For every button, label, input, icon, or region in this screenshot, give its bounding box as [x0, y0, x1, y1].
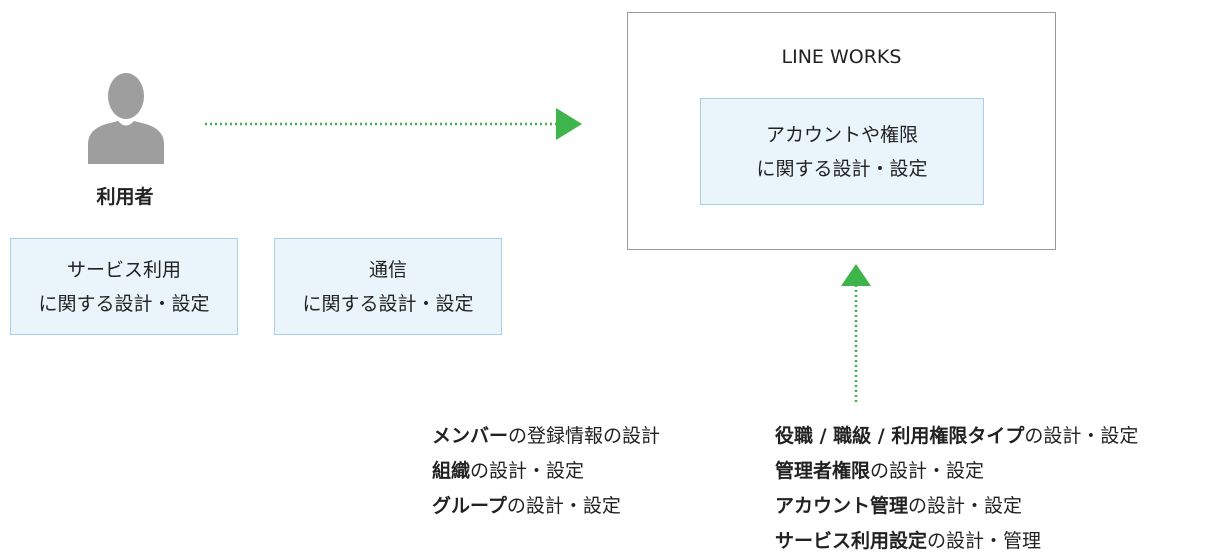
service-config-line2: に関する設計・設定 — [38, 292, 210, 315]
list-item: 管理者権限の設計・設定 — [775, 460, 985, 482]
list-item: グループの設計・設定 — [432, 495, 621, 517]
line-works-title: LINE WORKS — [781, 46, 902, 68]
service-config-line1: サービス利用 — [66, 258, 181, 281]
user-label: 利用者 — [96, 186, 154, 208]
account-permission-line2: に関する設計・設定 — [756, 157, 928, 180]
right-setting-list: 役職 / 職級 / 利用権限タイプの設計・設定 管理者権限の設計・設定 アカウン… — [775, 419, 1138, 559]
account-permission-line1: アカウントや権限 — [765, 123, 918, 146]
list-item: アカウント管理の設計・設定 — [775, 495, 1023, 517]
line-works-frame — [627, 12, 1056, 250]
service-config-box: サービス利用 に関する設計・設定 — [10, 238, 238, 335]
account-permission-box: アカウントや権限 に関する設計・設定 — [700, 98, 984, 205]
communication-config-line1: 通信 — [368, 258, 407, 281]
left-setting-list: メンバーの登録情報の設計 組織の設計・設定 グループの設計・設定 — [432, 419, 660, 524]
list-item: 役職 / 職級 / 利用権限タイプの設計・設定 — [775, 425, 1139, 447]
user-to-works-arrowhead — [556, 108, 582, 140]
communication-config-box: 通信 に関する設計・設定 — [274, 238, 502, 335]
person-silhouette-icon — [88, 73, 164, 164]
settings-to-works-arrowhead — [841, 264, 871, 286]
communication-config-line2: に関する設計・設定 — [302, 292, 474, 315]
list-item: 組織の設計・設定 — [432, 460, 585, 482]
list-item: メンバーの登録情報の設計 — [432, 425, 661, 447]
list-item: サービス利用設定の設計・管理 — [775, 530, 1042, 552]
